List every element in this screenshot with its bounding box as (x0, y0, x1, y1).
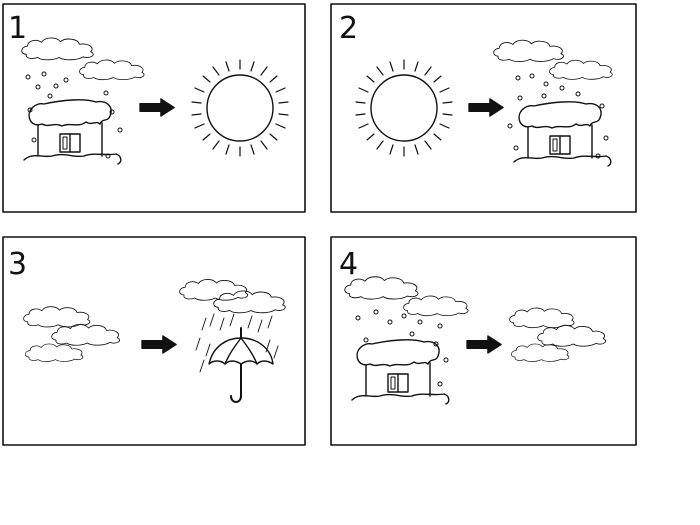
panel-2: 2 (330, 3, 637, 213)
house-icon (351, 339, 450, 405)
panel-2-number: 2 (339, 11, 358, 46)
panel-2-frame (330, 3, 637, 213)
house-icon (23, 99, 122, 165)
panel-4-frame (330, 236, 637, 446)
panel-3: 3 (2, 236, 306, 446)
panel-3-number: 3 (8, 247, 27, 282)
arrow-right-icon (468, 98, 504, 117)
snowflake-icon (507, 73, 609, 159)
snowflake-icon (355, 309, 449, 387)
panel-1-number: 1 (8, 11, 27, 46)
cloud-icon (23, 306, 121, 362)
panel-1-frame (2, 3, 306, 213)
cloud-icon (493, 39, 613, 80)
arrow-right-icon (141, 335, 177, 354)
umbrella-icon (208, 327, 274, 403)
rain-icon (195, 313, 279, 373)
cloud-icon (344, 276, 469, 317)
panel-4: 4 (330, 236, 637, 446)
panel-3-frame (2, 236, 306, 446)
cloud-icon (21, 37, 145, 81)
arrow-right-icon (139, 98, 175, 117)
sun-icon (355, 59, 453, 157)
snowflake-icon (25, 71, 123, 159)
house-icon (513, 101, 612, 167)
panel-4-number: 4 (339, 247, 358, 282)
arrow-right-icon (466, 335, 502, 354)
cloud-icon (509, 307, 607, 362)
cloud-icon (179, 279, 286, 314)
sun-icon (191, 59, 289, 157)
panel-1: 1 (2, 3, 306, 213)
